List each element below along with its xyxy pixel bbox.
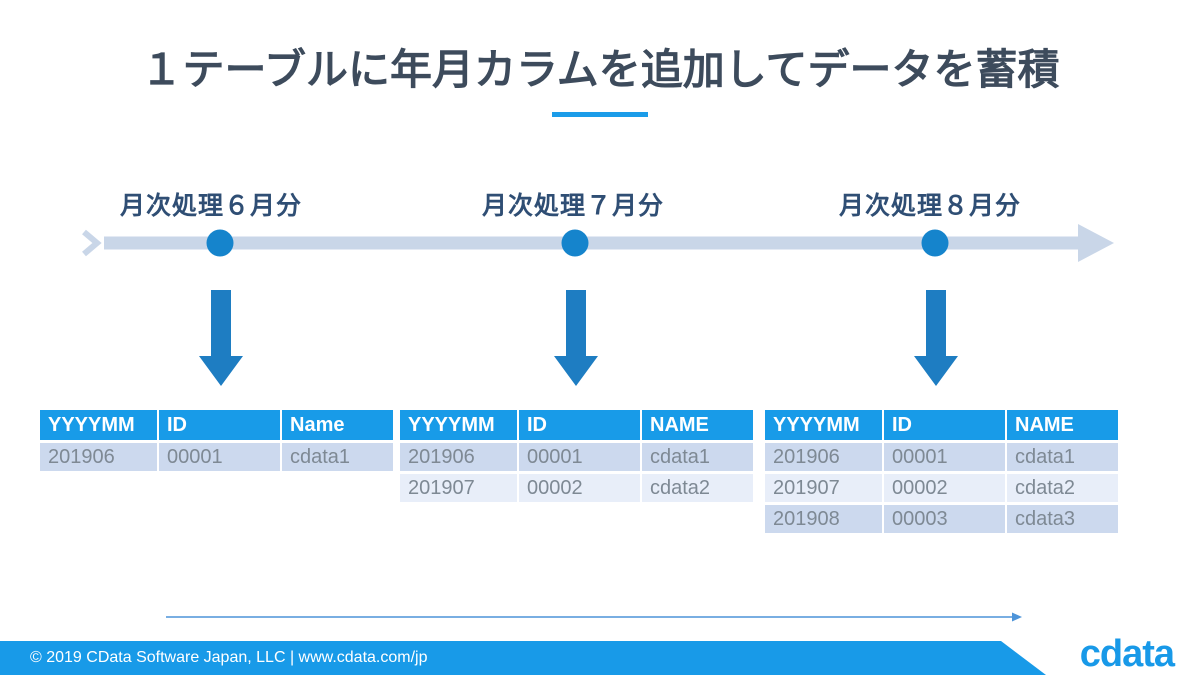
timeline-arrow <box>82 224 1114 262</box>
table-header-cell: YYYYMM <box>400 410 517 440</box>
timeline-dot-july <box>561 229 589 257</box>
timeline-dot-august <box>921 229 949 257</box>
title-underline <box>552 112 648 117</box>
table-june: YYYYMM ID Name 201906 00001 cdata1 <box>40 410 393 471</box>
table-cell: cdata1 <box>1007 443 1118 471</box>
table-cell: 201906 <box>40 443 157 471</box>
table-header-cell: Name <box>282 410 393 440</box>
table-cell: cdata3 <box>1007 505 1118 533</box>
table-cell: 201908 <box>765 505 882 533</box>
timeline-arrowhead-icon <box>1078 224 1114 262</box>
table-cell: cdata2 <box>1007 474 1118 502</box>
cdata-logo: cdata <box>1079 633 1175 675</box>
timeline-label-june: 月次処理６月分 <box>120 192 303 220</box>
table-header-cell: ID <box>884 410 1005 440</box>
table-cell: 201906 <box>765 443 882 471</box>
table-header-cell: YYYYMM <box>40 410 157 440</box>
table-header-cell: ID <box>519 410 640 440</box>
down-arrow-icon-august <box>914 290 958 386</box>
table-cell: 00002 <box>519 474 640 502</box>
slide-title: １テーブルに年月カラムを追加してデータを蓄積 <box>140 46 1060 93</box>
table-header-cell: ID <box>159 410 280 440</box>
table-july: YYYYMM ID NAME 201906 00001 cdata1 20190… <box>400 410 753 502</box>
bottom-divider-arrow <box>166 612 1022 622</box>
footer-bar: © 2019 CData Software Japan, LLC | www.c… <box>0 641 1046 675</box>
table-cell: 00002 <box>884 474 1005 502</box>
table-cell: 00001 <box>884 443 1005 471</box>
table-cell: 201907 <box>765 474 882 502</box>
table-cell: cdata1 <box>282 443 393 471</box>
timeline-dot-june <box>206 229 234 257</box>
timeline-label-july: 月次処理７月分 <box>482 192 665 220</box>
table-header-cell: NAME <box>642 410 753 440</box>
table-cell: 00001 <box>519 443 640 471</box>
table-cell: 00003 <box>884 505 1005 533</box>
table-header-cell: YYYYMM <box>765 410 882 440</box>
timeline-start-chevron-icon <box>82 229 102 257</box>
table-cell: cdata2 <box>642 474 753 502</box>
table-cell: 201906 <box>400 443 517 471</box>
table-cell: 00001 <box>159 443 280 471</box>
table-cell: 201907 <box>400 474 517 502</box>
down-arrow-icon-june <box>199 290 243 386</box>
footer-copyright: © 2019 CData Software Japan, LLC | www.c… <box>30 649 428 666</box>
timeline-bar <box>104 236 1078 250</box>
down-arrow-icon-july <box>554 290 598 386</box>
table-cell: cdata1 <box>642 443 753 471</box>
table-header-cell: NAME <box>1007 410 1118 440</box>
timeline-label-august: 月次処理８月分 <box>839 192 1022 220</box>
bottom-line-arrowhead-icon <box>1012 612 1022 622</box>
table-august: YYYYMM ID NAME 201906 00001 cdata1 20190… <box>765 410 1118 533</box>
